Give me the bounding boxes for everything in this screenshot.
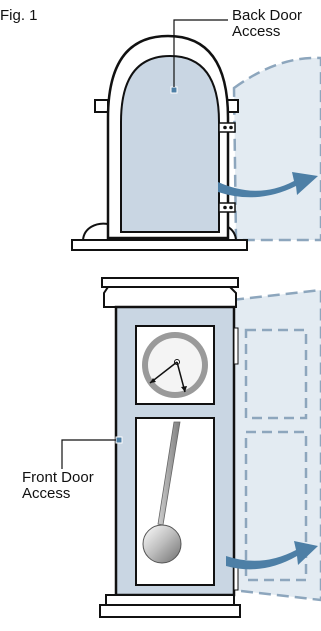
hinge-lower [218, 202, 236, 213]
hood-left-step [94, 99, 109, 113]
back-door-leader [173, 19, 228, 87]
back-door-label-line1: Back Door [232, 7, 303, 24]
front-door-leader [61, 439, 116, 469]
back-door-assembly [71, 19, 321, 251]
front-door-label-line1: Front Door [22, 469, 94, 486]
figure-label: Fig. 1 [0, 7, 38, 24]
open-door-arrow-icon [218, 172, 318, 198]
hood-base [71, 239, 248, 251]
case-crown-top [101, 277, 239, 288]
hood-left-scroll [81, 222, 109, 241]
case-base [99, 604, 241, 618]
case-crown [103, 286, 237, 308]
hinge-upper [218, 122, 236, 133]
back-door-marker-icon [170, 86, 178, 94]
front-door-label: Front Door Access [22, 470, 94, 502]
open-door-arrow-icon [226, 541, 318, 570]
back-door-ghost [232, 56, 321, 242]
front-door-assembly [61, 277, 321, 618]
front-door-label-line2: Access [22, 485, 71, 502]
back-door-panel [120, 54, 220, 233]
pendulum-bob [142, 524, 182, 564]
back-door-label-line2: Access [232, 23, 281, 40]
front-door-marker-icon [115, 436, 123, 444]
back-door-label: Back Door Access [232, 8, 302, 40]
case-plinth [105, 594, 235, 606]
hour-hand [149, 361, 178, 384]
